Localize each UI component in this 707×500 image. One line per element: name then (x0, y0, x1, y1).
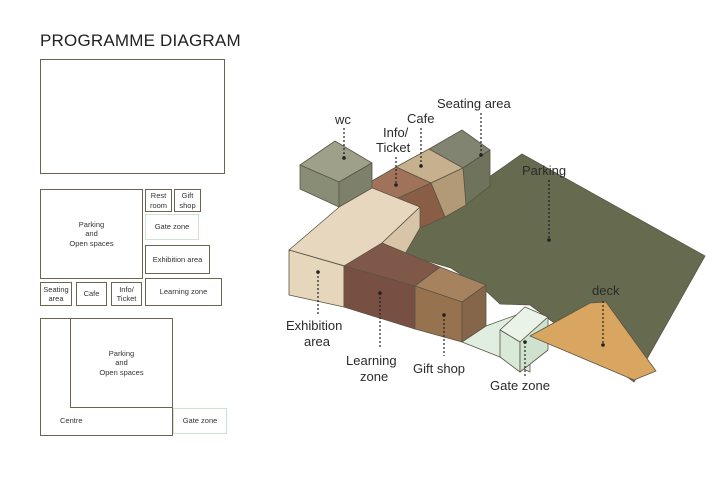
page-title: PROGRAMME DIAGRAM (40, 31, 241, 50)
dot-seating (479, 153, 483, 157)
schematic-block-empty (40, 59, 225, 174)
dot-learning (378, 291, 382, 295)
dot-gate (523, 340, 527, 344)
deck (529, 301, 657, 381)
zone-parking-open-spaces-2: Parking and Open spaces (70, 318, 173, 408)
label-learning-2: zone (360, 369, 388, 384)
dot-parking (547, 238, 551, 242)
dot-exhibition (316, 270, 320, 274)
zone-gate: Gate zone (145, 214, 199, 240)
zone-rest-room: Rest room (145, 189, 172, 212)
label-gate: Gate zone (490, 378, 550, 393)
zone-exhibition-area: Exhibition area (145, 245, 210, 274)
zone-info-ticket: Info/ Ticket (111, 282, 142, 306)
zone-centre-label: Centre (60, 416, 83, 425)
label-info-2: Ticket (376, 140, 411, 155)
zone-parking-open-spaces: Parking and Open spaces (40, 189, 143, 279)
dot-deck (601, 343, 605, 347)
label-deck: deck (592, 283, 620, 298)
label-info-1: Info/ (383, 125, 409, 140)
label-gift: Gift shop (413, 361, 465, 376)
dot-info (394, 183, 398, 187)
zone-learning: Learning zone (145, 278, 222, 306)
label-learning-1: Learning (346, 353, 397, 368)
dot-wc (342, 156, 346, 160)
label-seating: Seating area (437, 96, 511, 111)
label-exhibition-2: area (304, 334, 331, 349)
dot-cafe (419, 164, 423, 168)
zone-cafe: Cafe (76, 282, 107, 306)
label-wc: wc (334, 112, 351, 127)
wc-block-side (338, 162, 373, 208)
zone-seating-area: Seating area (40, 282, 72, 306)
dot-gift (442, 313, 446, 317)
zone-gate-2: Gate zone (173, 408, 227, 434)
zone-gift-shop: Gift shop (174, 189, 201, 212)
label-cafe: Cafe (407, 111, 434, 126)
label-parking: Parking (522, 163, 566, 178)
label-exhibition-1: Exhibition (286, 318, 342, 333)
